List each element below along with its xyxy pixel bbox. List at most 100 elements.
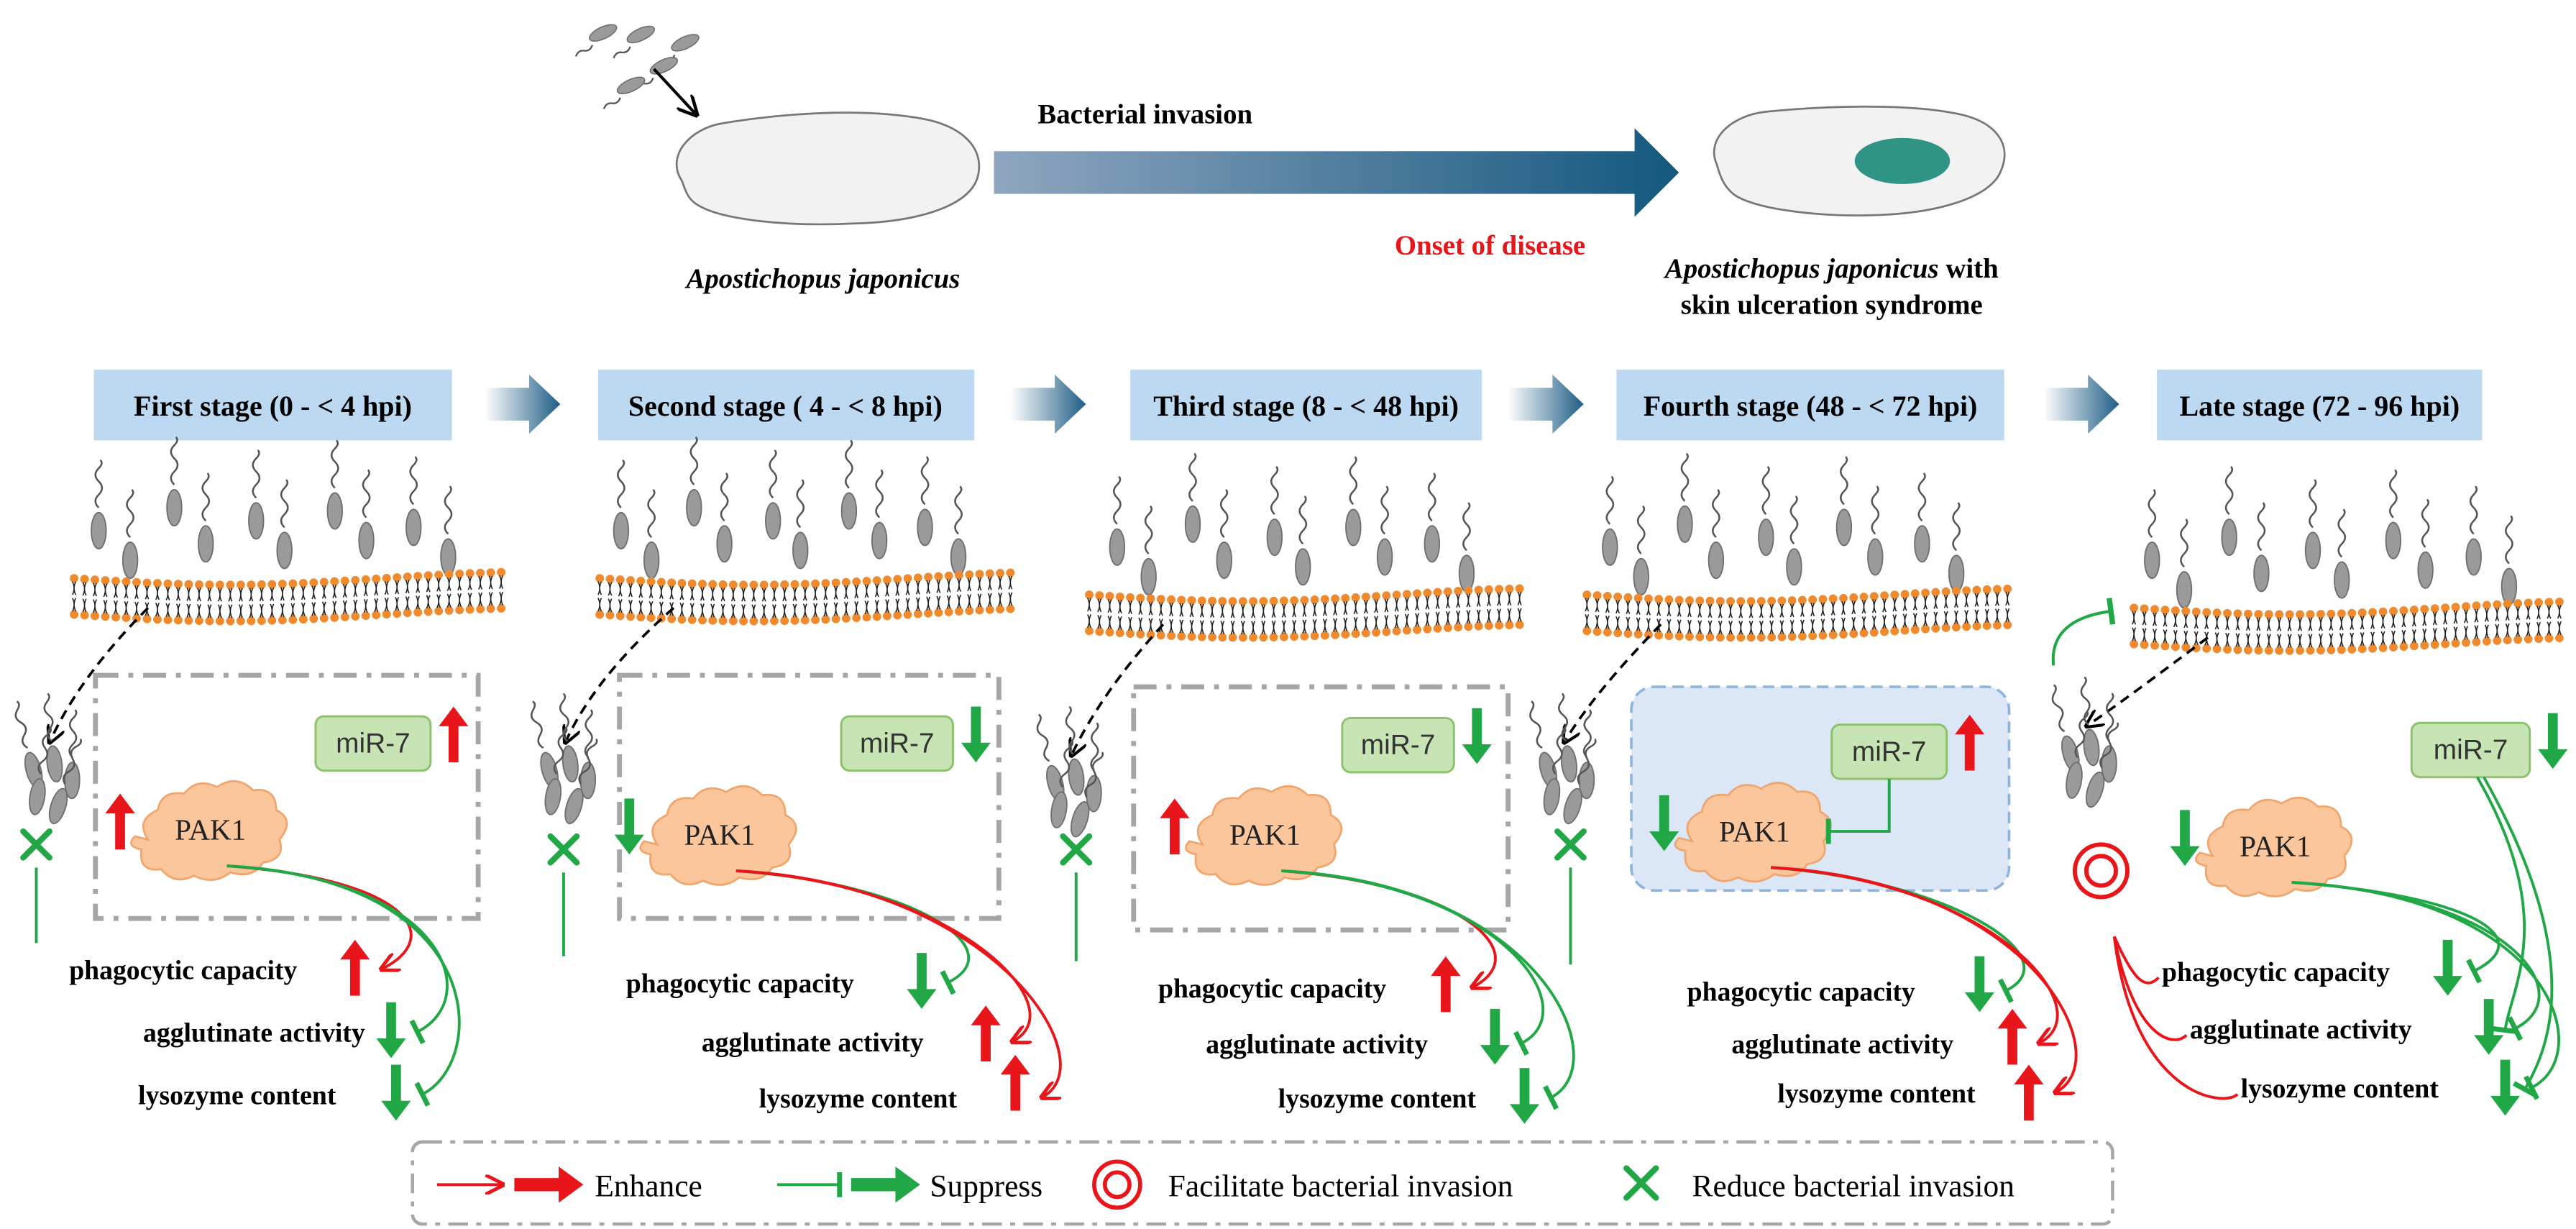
lipid-head-top bbox=[1993, 585, 2002, 594]
phagocytic-label: phagocytic capacity bbox=[2162, 957, 2390, 987]
lipid-head-top bbox=[1705, 596, 1715, 606]
lipid-head-bottom bbox=[739, 616, 748, 626]
lipid-tail bbox=[1189, 603, 1194, 634]
lipid-tail bbox=[488, 575, 493, 606]
lipid-head-bottom bbox=[1402, 626, 1411, 635]
lipid-head-top bbox=[2171, 606, 2180, 616]
bacterium bbox=[276, 478, 293, 570]
diseased-label-species: Apostichopus japonicus bbox=[1663, 253, 1939, 284]
lipid-tail bbox=[679, 586, 684, 617]
lipid-head-bottom bbox=[2451, 639, 2460, 648]
mir7-box-shape bbox=[840, 715, 954, 772]
lipid-tail bbox=[741, 588, 746, 618]
lipid-head-bottom bbox=[2285, 646, 2294, 655]
lipid-head-bottom bbox=[2472, 637, 2481, 647]
bacterium bbox=[1948, 501, 1965, 593]
lipid-head-bottom bbox=[226, 616, 235, 626]
bacterium bbox=[523, 699, 562, 791]
lipid-tail bbox=[1322, 602, 1327, 633]
legend-facilitate-icon-inner bbox=[1102, 1170, 1132, 1200]
phagocytic-label: phagocytic capacity bbox=[69, 956, 297, 986]
lipid-head-bottom bbox=[2357, 644, 2367, 654]
lipid-tail bbox=[114, 584, 119, 615]
lipid-head-bottom bbox=[2441, 639, 2450, 649]
lipid-head-bottom bbox=[1613, 629, 1623, 638]
lipid-head-bottom bbox=[194, 616, 203, 626]
stage-box-3 bbox=[1130, 370, 1482, 441]
lipid-head-bottom bbox=[1443, 623, 1452, 632]
lipid-head-top bbox=[497, 567, 506, 577]
bacterium bbox=[685, 436, 702, 527]
regulation-box bbox=[93, 672, 481, 921]
bacterium bbox=[1785, 495, 1802, 586]
legend-suppress-bold-arrow bbox=[851, 1166, 920, 1203]
lipid-head-top bbox=[2462, 602, 2470, 611]
lipid-head-bottom bbox=[2399, 642, 2408, 652]
lipid-head-bottom bbox=[2202, 644, 2211, 653]
lipid-tail bbox=[1912, 596, 1917, 627]
lipid-head-bottom bbox=[780, 616, 789, 626]
lipid-head-bottom bbox=[2554, 634, 2564, 643]
bacterium bbox=[2143, 488, 2160, 580]
lipid-tail bbox=[926, 580, 931, 611]
lipid-tail bbox=[2453, 610, 2458, 641]
lipid-head-top bbox=[247, 580, 256, 590]
lipid-tail bbox=[1415, 596, 1420, 627]
phagocytic-up-arrow bbox=[1431, 956, 1461, 1013]
lipid-head-bottom bbox=[2264, 646, 2273, 655]
bacterium bbox=[165, 436, 183, 527]
lipid-head-top bbox=[1828, 594, 1838, 603]
lipid-head-top bbox=[2347, 608, 2357, 618]
bacteria-row-4 bbox=[1601, 452, 1965, 596]
lipid-tail bbox=[1312, 603, 1317, 634]
lipid-head-top bbox=[780, 580, 789, 589]
lipid-head-top bbox=[257, 580, 266, 589]
lipid-head-bottom bbox=[2513, 635, 2523, 644]
invading-bacteria-5 bbox=[2044, 675, 2124, 810]
bacterium bbox=[197, 472, 214, 563]
membrane-4 bbox=[1582, 584, 2012, 642]
pak1-to-lysozyme bbox=[735, 869, 1060, 1097]
lipid-head-bottom bbox=[1859, 629, 1869, 638]
lipid-head-bottom bbox=[288, 615, 298, 624]
lipid-head-top bbox=[174, 580, 183, 589]
lipid-head-bottom bbox=[1249, 633, 1258, 642]
lipid-head-bottom bbox=[1433, 623, 1442, 633]
lipid-head-top bbox=[1746, 597, 1756, 606]
bacterium bbox=[613, 459, 630, 550]
lysozyme-label: lysozyme content bbox=[2241, 1074, 2439, 1104]
pak1-to-lysozyme bbox=[1771, 866, 2078, 1092]
lipid-head-bottom bbox=[476, 604, 485, 613]
lipid-head-top bbox=[1623, 593, 1633, 602]
stage-arrow-4 bbox=[2043, 374, 2119, 434]
lipid-head-top bbox=[319, 577, 329, 587]
lipid-head-bottom bbox=[236, 616, 245, 626]
lipid-tail bbox=[1117, 600, 1122, 630]
lipid-head-top bbox=[1603, 592, 1612, 600]
lipid-head-top bbox=[728, 580, 738, 590]
invading-bacteria-2 bbox=[523, 692, 603, 827]
lipid-tail bbox=[1240, 604, 1245, 635]
invasion-label: Bacterial invasion bbox=[1037, 99, 1252, 129]
lipid-head-top bbox=[811, 579, 820, 588]
bacteria-row-2 bbox=[613, 436, 967, 580]
lipid-head-top bbox=[226, 580, 235, 590]
lipid-tail bbox=[2474, 608, 2479, 639]
lipid-head-top bbox=[1787, 596, 1797, 605]
organism-label: Apostichopus japonicus bbox=[684, 263, 960, 294]
lipid-tail bbox=[987, 576, 992, 607]
lipid-head-top bbox=[2130, 603, 2139, 613]
lipid-tail bbox=[1667, 603, 1672, 633]
lipid-tail bbox=[1087, 598, 1092, 629]
lipid-tail bbox=[467, 576, 472, 607]
lipid-tail bbox=[730, 588, 735, 618]
lipid-head-top bbox=[677, 579, 687, 588]
lipid-head-bottom bbox=[2524, 634, 2533, 644]
lipid-head-bottom bbox=[267, 616, 277, 625]
pak1-label: PAK1 bbox=[684, 818, 755, 851]
lipid-head-bottom bbox=[1633, 629, 1643, 639]
lipid-head-bottom bbox=[1341, 630, 1350, 639]
lipid-tail bbox=[1820, 602, 1825, 633]
lipid-head-bottom bbox=[1828, 630, 1838, 639]
